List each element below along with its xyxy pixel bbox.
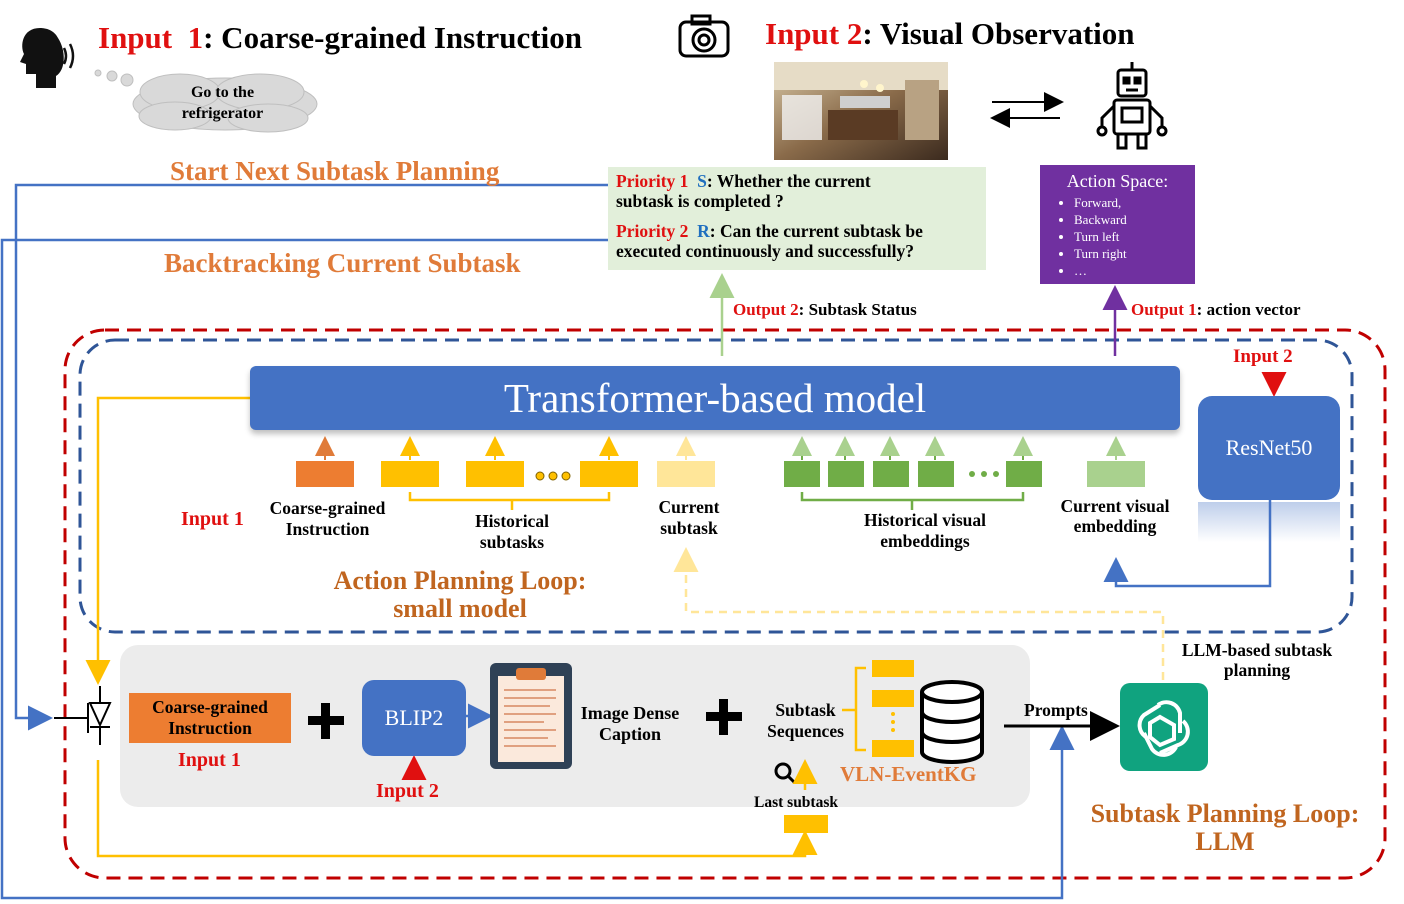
model-input1-label: Input 1	[181, 508, 244, 530]
llm-input1-label: Input 1	[178, 749, 241, 771]
backtrack-line	[0, 238, 1075, 900]
output1-word: Output 1	[1131, 300, 1197, 319]
eventkg-label: VLN-EventKG	[840, 762, 977, 786]
observation-image	[774, 62, 948, 160]
speaker-person-icon	[20, 28, 75, 88]
input2-title: : Visual Observation	[862, 16, 1135, 51]
input2-number: 2	[846, 16, 863, 51]
current-subtask-label: Current subtask	[658, 497, 720, 538]
subtask-sequences-label: Subtask Sequences	[767, 700, 844, 741]
token-row	[296, 461, 1145, 487]
priority-box: Priority 1 S: Whether the current subtas…	[608, 167, 986, 270]
action-space-title: Action Space:	[1066, 171, 1169, 191]
output1-text: : action vector	[1196, 300, 1301, 319]
input2-word: Input	[765, 16, 840, 51]
action-space-box: Action Space: Forward, Backward Turn lef…	[1040, 165, 1195, 284]
historical-subtasks-label: Historical subtasks	[475, 511, 549, 552]
plus-icons	[308, 699, 742, 739]
priority1-text2: subtask is completed ?	[616, 191, 784, 211]
caption-document-icon	[490, 663, 572, 769]
output2-text: : Subtask Status	[798, 300, 917, 319]
subtask-loop-label: Subtask Planning Loop: LLM	[1062, 800, 1388, 856]
switch-icon	[54, 686, 112, 745]
start-next-label: Start Next Subtask Planning	[170, 156, 500, 186]
priority1-label: Priority 1	[616, 171, 689, 191]
robot-icon	[1096, 62, 1168, 150]
priority1-letter: S	[697, 171, 707, 191]
input1-word: Input	[98, 20, 173, 55]
coarse-token-label: Coarse-grained Instruction	[269, 498, 386, 539]
subtask-loop-line1: Subtask Planning Loop:	[1090, 799, 1360, 828]
backtracking-label: Backtracking Current Subtask	[164, 248, 521, 278]
last-subtask-label: Last subtask	[754, 794, 838, 811]
last-subtask-token	[784, 815, 828, 833]
output1-label: Output 1: action vector	[1131, 300, 1301, 320]
camera-icon	[678, 14, 730, 58]
action-loop-line1: Action Planning Loop:	[333, 566, 587, 595]
priority2-letter: R	[697, 221, 710, 241]
current-visual-label: Current visual embedding	[1060, 496, 1170, 536]
subtask-loop-line2: LLM	[1195, 827, 1255, 856]
priority2-label: Priority 2	[616, 221, 689, 241]
yellow-last-line	[96, 760, 818, 858]
action-loop-line2: small model	[393, 594, 527, 623]
speech-bubble	[94, 69, 318, 133]
output2-label: Output 2: Subtask Status	[733, 300, 917, 320]
output2-word: Output 2	[733, 300, 799, 319]
input1-heading: Input 1: Coarse-grained Instruction	[98, 20, 582, 56]
caption-label: Image Dense Caption	[580, 703, 680, 744]
transformer-block: Transformer-based model	[250, 366, 1180, 430]
priority2-text2: executed continuously and successfully?	[616, 241, 915, 261]
action-item: …	[1074, 262, 1185, 279]
start-next-line	[14, 183, 608, 731]
resnet-block: ResNet50	[1198, 396, 1340, 500]
priority2-text: : Can the current subtask be	[709, 221, 923, 241]
database-icon	[920, 680, 984, 764]
historical-visual-label: Historical visual embeddings	[863, 510, 986, 551]
prompts-label: Prompts	[1024, 700, 1088, 720]
input1-number: 1	[187, 20, 204, 55]
llm-based-label: LLM-based subtask planning	[1181, 640, 1333, 680]
priority1-text: : Whether the current	[706, 171, 871, 191]
chatgpt-logo-icon	[1120, 683, 1208, 771]
input1-title: : Coarse-grained Instruction	[203, 20, 582, 55]
input2-heading: Input 2: Visual Observation	[765, 16, 1135, 52]
llm-coarse-box: Coarse-grained Instruction	[129, 693, 291, 743]
subtask-loop-border	[63, 328, 1387, 880]
action-item: Turn right	[1074, 245, 1185, 262]
blip2-input2-label: Input 2	[376, 780, 439, 802]
speech-text: Go to the refrigerator	[181, 84, 264, 122]
resnet-line	[1103, 500, 1272, 588]
blip2-block: BLIP2	[362, 680, 466, 756]
llm-to-current-line	[673, 547, 1165, 680]
resnet-input2-label: Input 2	[1233, 346, 1293, 367]
action-loop-border	[78, 338, 1354, 634]
action-item: Turn left	[1074, 228, 1185, 245]
action-item: Backward	[1074, 211, 1185, 228]
action-loop-label: Action Planning Loop: small model	[300, 567, 620, 623]
yellow-down-line	[85, 396, 250, 685]
action-item: Forward,	[1074, 194, 1185, 211]
